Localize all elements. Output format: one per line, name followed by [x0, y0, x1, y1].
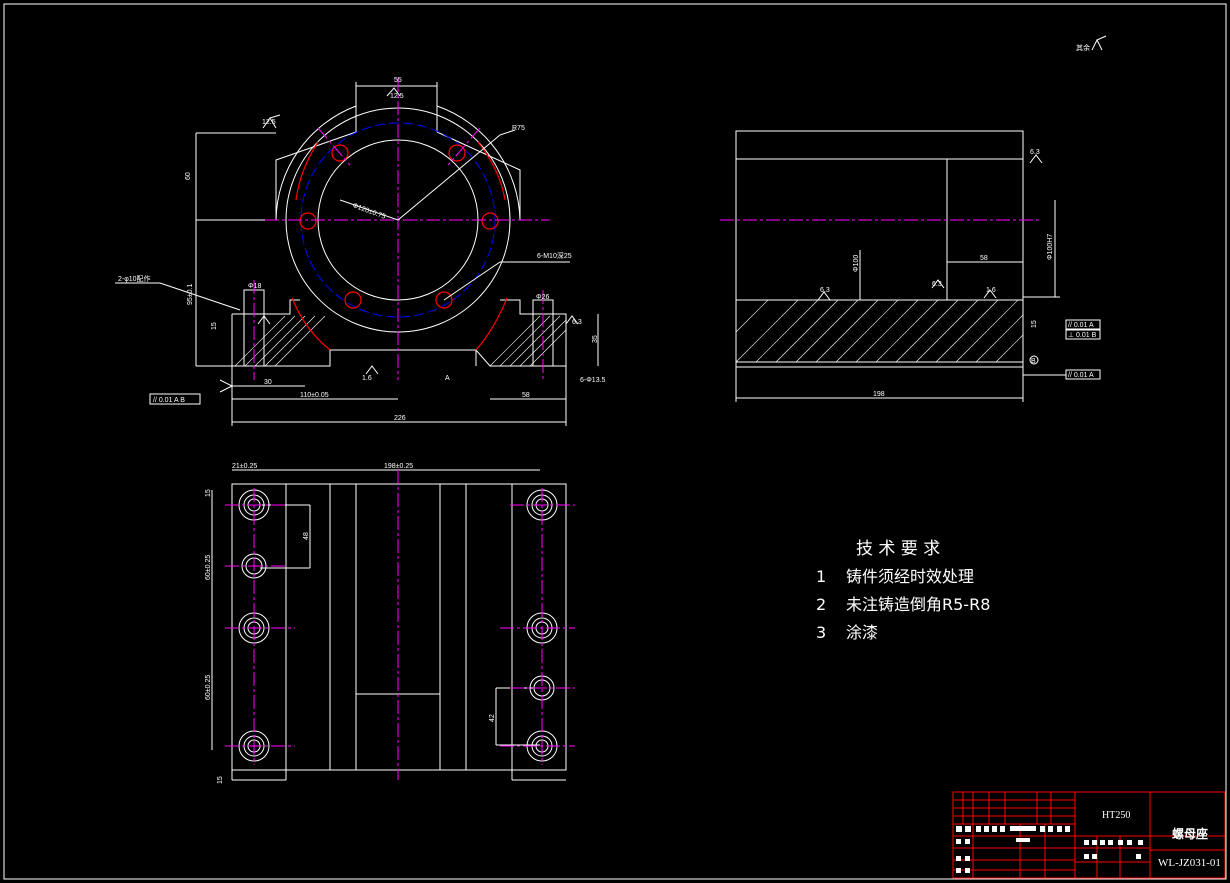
side-datum-b: B: [1031, 358, 1036, 365]
front-view-bolt-holes: [299, 144, 499, 309]
plan-dim-top-width: 198±0.25: [384, 463, 413, 470]
dim-top-width: 55: [394, 77, 402, 84]
front-view-leaders: [115, 87, 579, 405]
general-roughness-note: 其余: [1076, 35, 1107, 52]
dim-counterbore: 6-Φ13.5: [580, 377, 606, 384]
tech-req-text-2: 未注铸造倒角R5-R8: [846, 595, 990, 614]
dim-bore: Φ120±0.75: [351, 202, 386, 220]
side-view: [735, 130, 1101, 402]
dim-height-left: 60: [185, 172, 192, 180]
dim-overall: 226: [394, 415, 406, 422]
plan-view-center-lines: [225, 470, 575, 780]
sheet-border: [3, 3, 1227, 880]
plan-view: [211, 469, 567, 781]
plan-dim-15: 15: [205, 489, 212, 497]
dim-35: 35: [592, 335, 599, 343]
dim-top-roughness: 12.5: [390, 93, 404, 100]
title-block-grid: [952, 791, 1226, 879]
dim-radius: R75: [512, 125, 525, 132]
title-block-material: HT250: [1102, 810, 1130, 821]
side-dim-vertical: Φ100H7: [1047, 234, 1054, 260]
side-roughness-c: 1.6: [986, 287, 996, 294]
side-dim-length: 198: [873, 391, 885, 398]
front-view-center-lines: [253, 78, 550, 380]
front-view-dimensions: 55 12.5 R75 12.5 60 Φ120±0.75 6-M10深25 2…: [118, 77, 606, 422]
plan-dim-60a: 60±0.25: [205, 555, 212, 580]
plan-dim-top-small: 21±0.25: [232, 463, 257, 470]
plan-dim-60b: 60±0.25: [205, 675, 212, 700]
dim-hole-left: Φ18: [248, 283, 261, 290]
dim-hole-right: Φ26: [536, 294, 549, 301]
datum-a: A: [445, 375, 450, 382]
dim-30: 30: [264, 379, 272, 386]
tech-req-num-2: 2: [816, 595, 826, 614]
plan-dim-bottom: 15: [217, 776, 224, 784]
dim-left-15: 15: [211, 322, 218, 330]
dim-58: 58: [522, 392, 530, 399]
roughness-symbol-icon: [1091, 35, 1107, 51]
roughness-note-text: 其余: [1076, 43, 1090, 52]
plan-view-dimensions: 21±0.25 198±0.25 15 48 60±0.25 60±0.25 4…: [205, 463, 496, 784]
tech-req-text-1: 铸件须经时效处理: [846, 567, 974, 586]
title-block: HT250 螺母座 WL-JZ031-01: [952, 791, 1226, 879]
side-view-dimensions: Φ100 58 198 15 Φ100H7 6.3 6.3 1.6 6.3 //…: [820, 149, 1097, 398]
side-tolerance-a: // 0.01 A: [1068, 322, 1094, 329]
dim-bottom-roughness: 1.6: [362, 375, 372, 382]
side-roughness-b: 6.3: [932, 281, 942, 288]
tolerance-box: // 0.01 A B: [153, 397, 185, 404]
side-dim-15: 15: [1031, 320, 1038, 328]
plan-dim-48: 48: [303, 532, 310, 540]
title-block-labels: [956, 826, 1143, 873]
tech-requirements: 技 术 要 求 1 铸件须经时效处理 2 未注铸造倒角R5-R8 3 涂漆: [816, 539, 990, 642]
title-block-drawing-number: WL-JZ031-01: [1158, 857, 1221, 869]
side-tolerance-b: ⊥ 0.01 B: [1068, 332, 1097, 339]
title-block-part-name: 螺母座: [1172, 826, 1208, 841]
side-top-roughness: 6.3: [1030, 149, 1040, 156]
tech-req-num-3: 3: [816, 623, 826, 642]
dim-roughness-upper-left: 12.5: [262, 119, 276, 126]
side-view-hatch: [735, 299, 1024, 363]
side-dim-58: 58: [980, 255, 988, 262]
dim-center-height: 95±0.1: [187, 284, 194, 305]
tech-requirements-title: 技 术 要 求: [856, 539, 940, 559]
tech-req-num-1: 1: [816, 567, 826, 586]
dim-edge-note: 2-φ10配作: [118, 274, 151, 283]
front-view-red-fillets: [291, 141, 508, 351]
dim-thread: 6-M10深25: [537, 251, 572, 260]
tech-req-text-3: 涂漆: [846, 623, 878, 642]
dim-6: 6.3: [572, 319, 582, 326]
dim-base-center: 110±0.05: [300, 392, 329, 399]
side-roughness-a: 6.3: [820, 287, 830, 294]
side-dim-bore: Φ100: [853, 255, 860, 272]
plan-dim-42: 42: [489, 714, 496, 722]
side-tolerance-c: // 0.01 A: [1068, 372, 1094, 379]
